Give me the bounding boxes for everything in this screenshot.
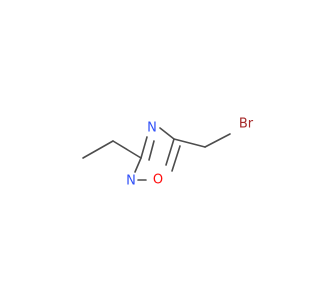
atom-o1: O (153, 173, 163, 188)
bond-c5-o1-double (171, 145, 181, 172)
bond-c3-n4 (140, 136, 148, 159)
bond-c5-ch2 (173, 138, 206, 148)
bond-n4-c5 (159, 127, 175, 140)
bond-n2-c3 (134, 157, 142, 173)
atom-br: Br (239, 117, 254, 132)
bond-c5-o1 (165, 138, 175, 166)
bond-ch2-c3 (112, 140, 142, 159)
bond-ch3-ch2 (82, 140, 114, 159)
atom-n4: N (147, 121, 157, 136)
bond-c3-n4-double (148, 140, 155, 161)
structure-canvas: N N O Br (82, 116, 254, 189)
bond-ch2-br (204, 133, 231, 148)
molecule-diagram: N N O Br (82, 117, 254, 189)
atom-n2: N (126, 174, 136, 189)
